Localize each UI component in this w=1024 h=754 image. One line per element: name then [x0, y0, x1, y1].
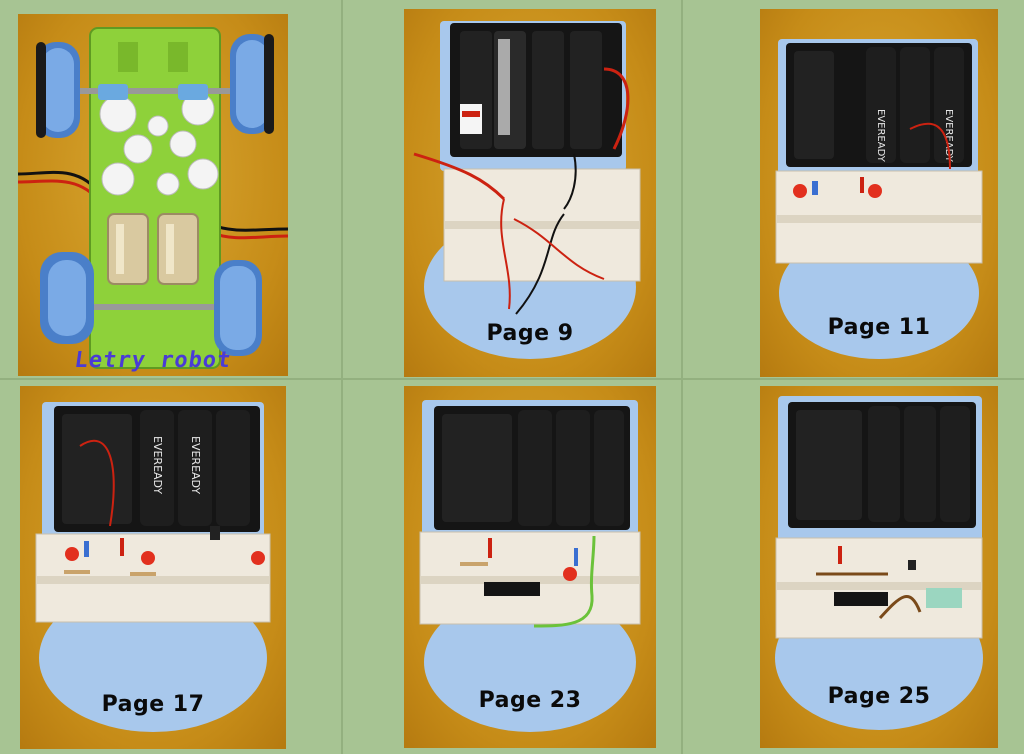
battery-label: EVEREADY: [189, 436, 202, 494]
photo-panel-page-25: Page 25: [760, 386, 998, 748]
gearbox-chassis: [89, 27, 221, 369]
page-25-caption: Page 25: [827, 684, 931, 709]
battery-label: EVEREADY: [943, 109, 954, 163]
battery-label: EVEREADY: [151, 436, 164, 494]
led: [868, 184, 882, 198]
robot-photo-page-17: EVEREADY EVEREADY: [35, 402, 271, 732]
robot-photo-page-23: [419, 400, 641, 732]
page-23-caption: Page 23: [478, 688, 582, 713]
chassis-photo: [18, 27, 288, 369]
led: [563, 567, 577, 581]
led: [65, 547, 79, 561]
sensor-module: [926, 588, 962, 608]
robot-label: Letry robot: [72, 348, 234, 373]
motor-left: [107, 213, 149, 285]
photo-panel-page-17: EVEREADY EVEREADY Page 17: [20, 386, 286, 749]
robot-photo-page-11: EVEREADY EVEREADY: [775, 39, 983, 359]
wheel-rear-right: [214, 260, 262, 356]
led: [141, 551, 155, 565]
photo-panel-chassis: Letry robot: [18, 14, 288, 376]
ic-chip: [834, 592, 888, 606]
motor-right: [157, 213, 199, 285]
wheel-front-right: [230, 34, 274, 134]
page-9-caption: Page 9: [486, 321, 574, 346]
page-11-caption: Page 11: [827, 315, 931, 340]
robot-photo-page-9: [413, 21, 641, 359]
photo-panel-page-23: Page 23: [404, 386, 656, 748]
ic-chip: [484, 582, 540, 596]
led: [793, 184, 807, 198]
wheel-rear-left: [40, 252, 94, 344]
photo-panel-page-11: EVEREADY EVEREADY Page 11: [760, 9, 998, 377]
led: [251, 551, 265, 565]
robot-base: [424, 592, 636, 732]
robot-photo-page-25: [775, 396, 983, 730]
photo-panel-page-9: Page 9: [404, 9, 656, 377]
page-17-caption: Page 17: [101, 692, 205, 717]
battery-label: EVEREADY: [875, 109, 886, 163]
wheel-front-left: [36, 42, 80, 138]
